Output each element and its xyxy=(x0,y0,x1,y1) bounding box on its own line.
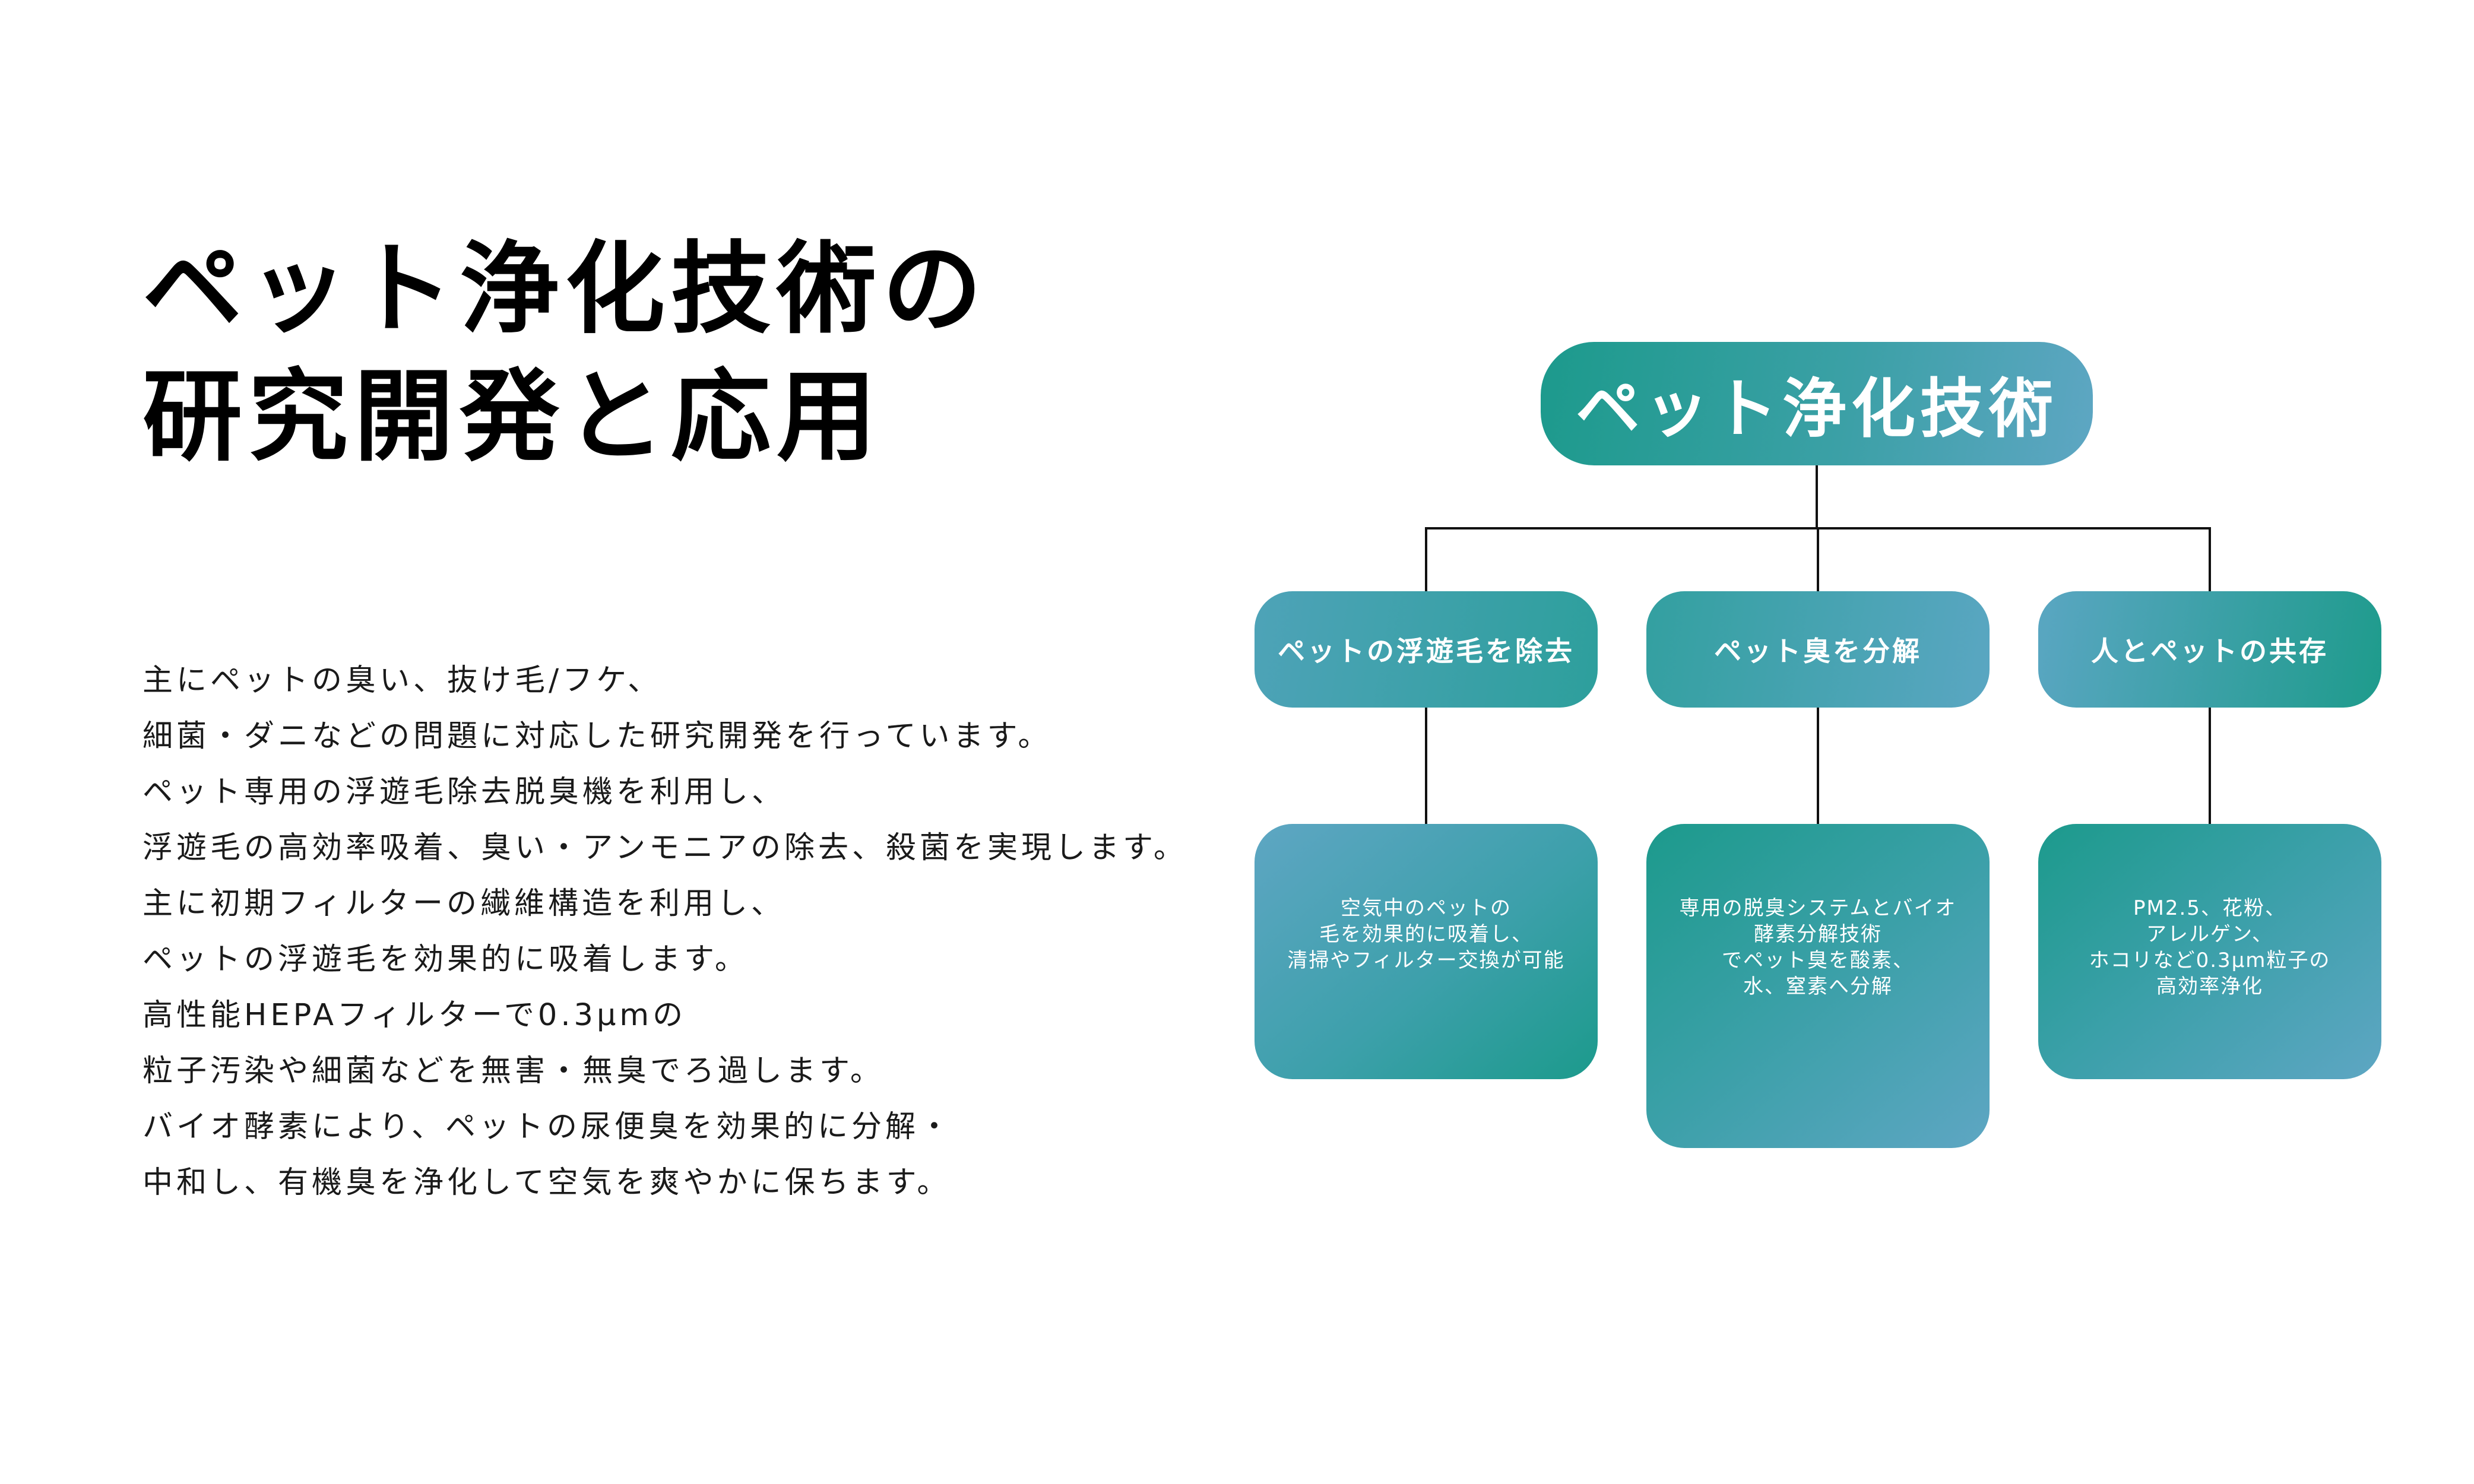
diagram-root-node: ペット浄化技術 xyxy=(1541,342,2093,465)
detail-line: 水、窒素へ分解 xyxy=(1743,975,1893,998)
page-title: ペット浄化技術の 研究開発と応用 xyxy=(142,226,1152,481)
description-line: 粒子汚染や細菌などを無害・無臭でろ過します。 xyxy=(142,1054,884,1089)
branch-node-floating-hair: ペットの浮遊毛を除去 xyxy=(1255,591,1598,708)
detail-line: PM2.5、花粉、 xyxy=(2133,896,2286,920)
detail-line: 毛を効果的に吸着し、 xyxy=(1319,922,1533,946)
description-line: バイオ酵素により、ペットの尿便臭を効果的に分解・ xyxy=(142,1109,953,1144)
page-title-line-2: 研究開発と応用 xyxy=(142,359,882,475)
description-line: ペット専用の浮遊毛除去脱臭機を利用し、 xyxy=(142,775,786,810)
detail-node-floating-hair: 空気中のペットの 毛を効果的に吸着し、 清掃やフィルター交換が可能 xyxy=(1255,824,1598,1079)
detail-line: 空気中のペットの xyxy=(1340,896,1512,920)
description-line: 中和し、有機臭を浄化して空気を爽やかに保ちます。 xyxy=(142,1165,951,1200)
description-line: 高性能HEPAフィルターで0.3μmの xyxy=(142,998,687,1033)
detail-line: アレルゲン、 xyxy=(2146,922,2273,946)
branch-node-odor: ペット臭を分解 xyxy=(1646,591,1990,708)
description-line: 主にペットの臭い、抜け毛/フケ、 xyxy=(142,663,662,698)
description-line: 主に初期フィルターの繊維構造を利用し、 xyxy=(142,886,785,921)
detail-line: 清掃やフィルター交換が可能 xyxy=(1287,949,1565,972)
page-title-line-1: ペット浄化技術の xyxy=(142,231,988,347)
description-text: 主にペットの臭い、抜け毛/フケ、 細菌・ダニなどの問題に対応した研究開発を行って… xyxy=(142,653,1271,1211)
branch-label: ペットの浮遊毛を除去 xyxy=(1278,635,1575,667)
diagram-root-label: ペット浄化技術 xyxy=(1575,372,2058,446)
description-line: ペットの浮遊毛を効果的に吸着します。 xyxy=(142,942,749,977)
description-line: 浮遊毛の高効率吸着、臭い・アンモニアの除去、殺菌を実現します。 xyxy=(142,830,1187,865)
branch-node-coexistence: 人とペットの共存 xyxy=(2038,591,2381,708)
detail-line: 高効率浄化 xyxy=(2156,975,2263,998)
branch-label: ペット臭を分解 xyxy=(1714,635,1922,667)
detail-node-odor: 専用の脱臭システムとバイオ 酵素分解技術 でペット臭を酸素、 水、窒素へ分解 xyxy=(1646,824,1990,1148)
description-line: 細菌・ダニなどの問題に対応した研究開発を行っています。 xyxy=(142,719,1052,754)
detail-line: ホコリなど0.3μm粒子の xyxy=(2089,949,2331,972)
branch-label: 人とペットの共存 xyxy=(2091,635,2329,667)
detail-node-coexistence: PM2.5、花粉、 アレルゲン、 ホコリなど0.3μm粒子の 高効率浄化 xyxy=(2038,824,2381,1079)
detail-line: 酵素分解技術 xyxy=(1753,922,1882,946)
detail-line: でペット臭を酸素、 xyxy=(1721,949,1914,972)
detail-line: 専用の脱臭システムとバイオ xyxy=(1679,896,1957,920)
